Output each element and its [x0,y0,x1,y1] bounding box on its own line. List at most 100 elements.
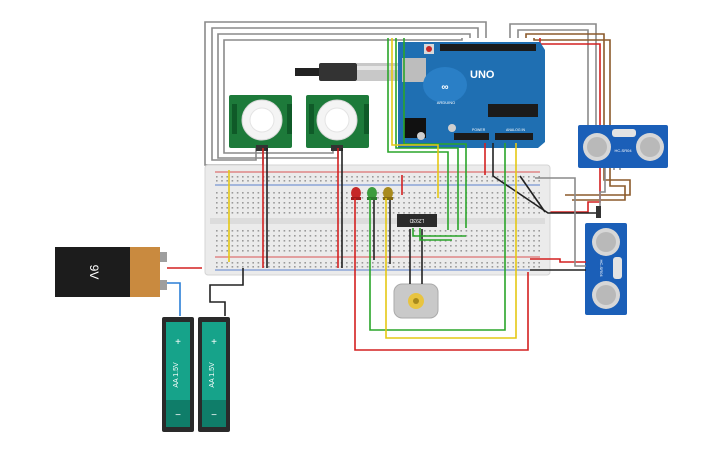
breadboard-hole [507,262,509,264]
breadboard-hole [299,202,301,204]
dc-motor [393,283,439,319]
breadboard-hole [216,202,218,204]
breadboard-hole [439,180,442,182]
breadboard-hole [460,197,462,199]
breadboard-hole [517,266,520,268]
breadboard-hole [221,202,223,204]
breadboard-hole [382,176,384,178]
breadboard-hole [226,202,228,204]
breadboard-hole [346,262,348,264]
breadboard-hole [278,192,280,194]
breadboard-hole [491,192,494,194]
breadboard-hole [377,266,379,268]
breadboard-hole [481,245,483,247]
breadboard-hole [351,266,353,268]
breadboard-hole [236,235,239,237]
breadboard-hole [356,180,358,182]
breadboard-hole [314,262,317,264]
breadboard-hole [403,212,405,214]
breadboard-hole [382,202,384,204]
breadboard-hole [392,192,395,194]
breadboard-hole [236,202,239,204]
breadboard-hole [528,240,530,242]
breadboard-hole [314,207,317,209]
breadboard-hole [434,176,436,178]
breadboard-hole [356,266,358,268]
breadboard-hole [247,180,249,182]
breadboard-hole [351,245,353,247]
breadboard-hole [330,266,332,268]
breadboard-hole [398,197,400,199]
breadboard-hole [413,250,416,252]
breadboard-hole [257,250,260,252]
breadboard-hole [288,245,291,247]
breadboard-hole [346,176,348,178]
breadboard-hole [242,266,244,268]
ultrasonic-top-label: HC-SR04 [614,148,632,153]
breadboard-hole [257,180,260,182]
breadboard-hole [320,192,322,194]
breadboard-hole [413,192,416,194]
breadboard-hole [304,176,306,178]
breadboard-hole [538,262,540,264]
breadboard-hole [257,245,260,247]
breadboard-hole [273,192,275,194]
breadboard-hole [476,266,478,268]
breadboard-hole [538,192,540,194]
breadboard-hole [309,245,312,247]
breadboard-hole [335,266,338,268]
breadboard-hole [257,230,260,232]
breadboard-hole [247,250,249,252]
breadboard-hole [278,176,280,178]
breadboard-hole [481,250,483,252]
breadboard-hole [314,202,317,204]
breadboard-hole [382,262,384,264]
breadboard-hole [231,180,234,182]
breadboard-hole [221,176,223,178]
breadboard-hole [372,202,374,204]
breadboard-hole [486,176,488,178]
breadboard-hole [538,245,540,247]
battery-9v: 9V [55,247,167,297]
breadboard-hole [538,250,540,252]
breadboard-hole [450,207,452,209]
breadboard-hole [304,207,306,209]
breadboard-hole [314,250,317,252]
breadboard-hole [491,180,494,182]
breadboard-hole [257,266,260,268]
breadboard-hole [528,262,530,264]
breadboard-hole [252,240,254,242]
breadboard-hole [372,245,374,247]
breadboard-hole [507,202,509,204]
breadboard-hole [387,245,390,247]
breadboard-hole [247,245,249,247]
breadboard-hole [491,245,494,247]
breadboard-hole [455,197,457,199]
breadboard-hole [288,250,291,252]
breadboard-hole [424,202,426,204]
breadboard-hole [252,202,254,204]
breadboard-hole [288,266,291,268]
breadboard-hole [320,197,322,199]
breadboard-hole [278,262,280,264]
breadboard-hole [366,202,369,204]
breadboard-hole [231,266,234,268]
breadboard-hole [242,176,244,178]
breadboard-hole [252,266,254,268]
breadboard-hole [320,240,322,242]
breadboard-hole [387,207,390,209]
breadboard-hole [304,262,306,264]
breadboard-hole [398,235,400,237]
breadboard-hole [470,180,473,182]
breadboard-hole [450,192,452,194]
breadboard-hole [294,262,296,264]
breadboard-hole [486,266,488,268]
breadboard-hole [528,192,530,194]
breadboard-hole [502,230,504,232]
breadboard-hole [455,266,457,268]
breadboard-hole [491,235,494,237]
breadboard-hole [216,250,218,252]
breadboard-hole [320,212,322,214]
breadboard-hole [252,176,254,178]
breadboard-hole [496,262,499,264]
